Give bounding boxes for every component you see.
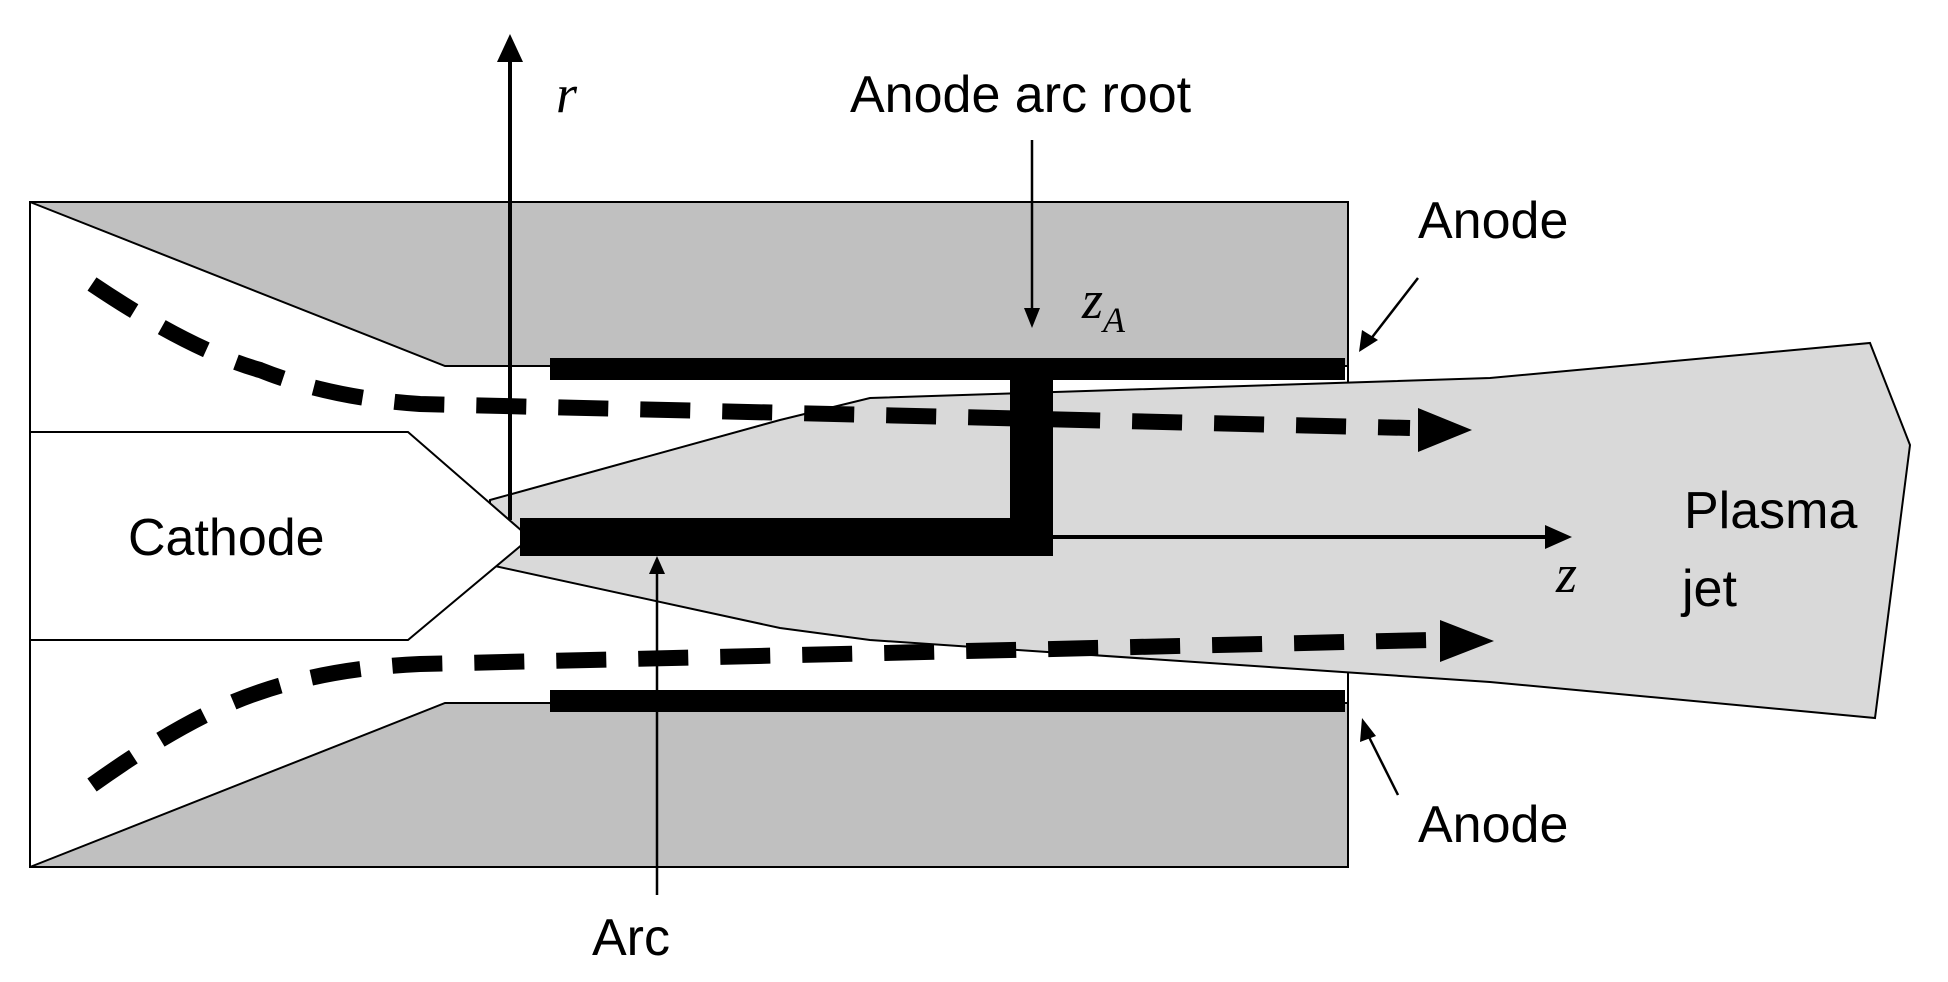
upper-anode-wall [550,358,1345,380]
bottom-anode-pointer-head [1360,718,1376,742]
lower-gas-flow [87,632,1431,792]
arc-label: Arc [592,909,670,967]
lower-anode-wall [550,690,1345,712]
bottom-anode-pointer [1366,734,1400,796]
r-axis-arrowhead [497,34,523,62]
upper-anode-block [29,201,1349,367]
arc-pointer-head [649,556,665,574]
arc-root-pointer-head [1024,308,1040,328]
lower-flow-arrowhead [1440,620,1494,662]
arc-vertical-root [1010,370,1053,556]
top-anode-pointer-head [1359,330,1378,352]
arc-horizontal [520,518,1053,556]
top-anode-pointer [1369,277,1419,341]
plasma-jet-label-line1: Plasma [1684,482,1857,540]
z-a-subscript: A [1101,300,1126,340]
anode-bottom-label: Anode [1418,796,1568,854]
upper-gas-flow [87,277,1411,436]
z-a-main: z [1081,270,1103,330]
z-axis-arrowhead [1545,525,1572,549]
plasma-jet-label-line2: jet [1680,560,1737,618]
cathode-label: Cathode [128,509,325,567]
plasma-jet-region [489,341,1912,720]
z-axis-label: z [1555,544,1577,604]
cathode-body [29,431,532,641]
r-axis-label: r [556,64,578,124]
anode-arc-root-label: Anode arc root [850,66,1192,124]
upper-flow-arrowhead [1418,408,1472,452]
z-a-label: zA [1081,270,1126,340]
anode-top-label: Anode [1418,192,1568,250]
